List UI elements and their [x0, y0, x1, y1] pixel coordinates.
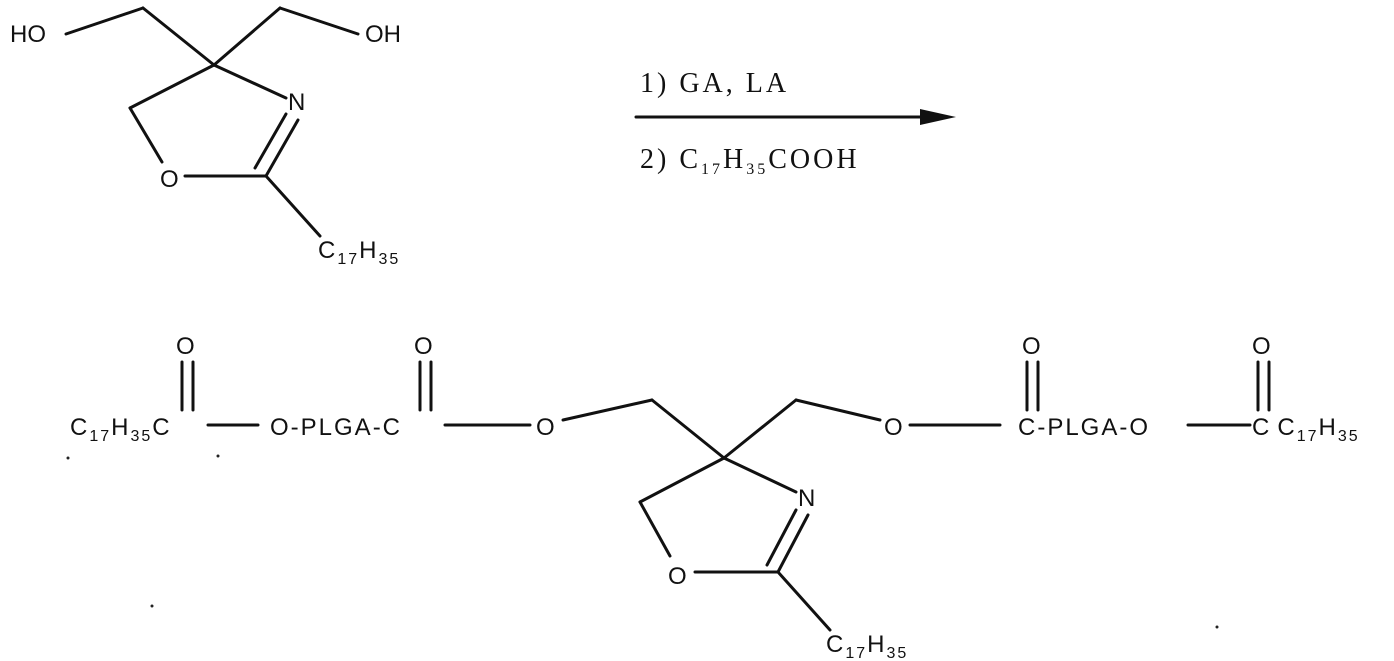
bond: [640, 458, 724, 502]
product-left-alkyl-chain: C17H35C: [70, 414, 172, 445]
bond: [280, 8, 358, 34]
bond: [143, 8, 214, 65]
reaction-conditions: 1) GA, LA 2) C17H35COOH: [636, 68, 956, 178]
reactant-left-hydroxyl: HO: [10, 21, 46, 48]
product-structure: C17H35C O O-PLGA-C O O O O C-PLGA-O O CC…: [70, 333, 1360, 661]
bond: [563, 400, 652, 420]
scan-speck: [217, 455, 220, 458]
reactant-ring-nitrogen: N: [288, 89, 305, 116]
reaction-arrow-head: [920, 109, 956, 125]
reactant-structure: HO OH N O C17H35: [10, 8, 401, 268]
scan-speck: [1216, 626, 1219, 629]
product-ring-oxygen: O: [668, 563, 687, 590]
product-right-plga-linker: C-PLGA-O: [1018, 414, 1150, 441]
reactant-ring-oxygen: O: [160, 166, 179, 193]
double-bond: [767, 510, 796, 565]
bond: [130, 108, 162, 162]
bond: [652, 400, 724, 458]
bond: [266, 176, 320, 236]
carbonyl-oxygen: O: [1022, 333, 1041, 360]
double-bond: [266, 120, 298, 176]
product-left-plga-linker: O-PLGA-C: [270, 414, 402, 441]
bond: [214, 65, 286, 98]
bond: [724, 458, 796, 492]
carbonyl-oxygen: O: [1252, 333, 1271, 360]
bond: [640, 502, 670, 556]
bond: [778, 572, 830, 630]
product-right-ester-oxygen: O: [884, 414, 903, 441]
carbonyl-oxygen: O: [414, 333, 433, 360]
scan-speck: [67, 457, 70, 460]
reactant-right-hydroxyl: OH: [365, 21, 401, 48]
condition-step-1: 1) GA, LA: [640, 68, 789, 99]
product-right-alkyl-chain: CC17H35: [1252, 414, 1360, 445]
double-bond: [778, 515, 808, 572]
product-alkyl-chain: C17H35: [826, 631, 908, 661]
bond: [66, 8, 143, 34]
bond: [214, 8, 280, 65]
bond: [724, 400, 796, 458]
bond: [796, 400, 880, 420]
double-bond: [255, 114, 286, 168]
condition-step-2: 2) C17H35COOH: [640, 144, 860, 178]
carbonyl-oxygen: O: [176, 333, 195, 360]
product-left-ester-oxygen: O: [536, 414, 555, 441]
product-ring-nitrogen: N: [798, 485, 815, 512]
bond: [130, 65, 214, 108]
scan-speck: [151, 605, 154, 608]
reactant-alkyl-chain: C17H35: [318, 237, 400, 268]
